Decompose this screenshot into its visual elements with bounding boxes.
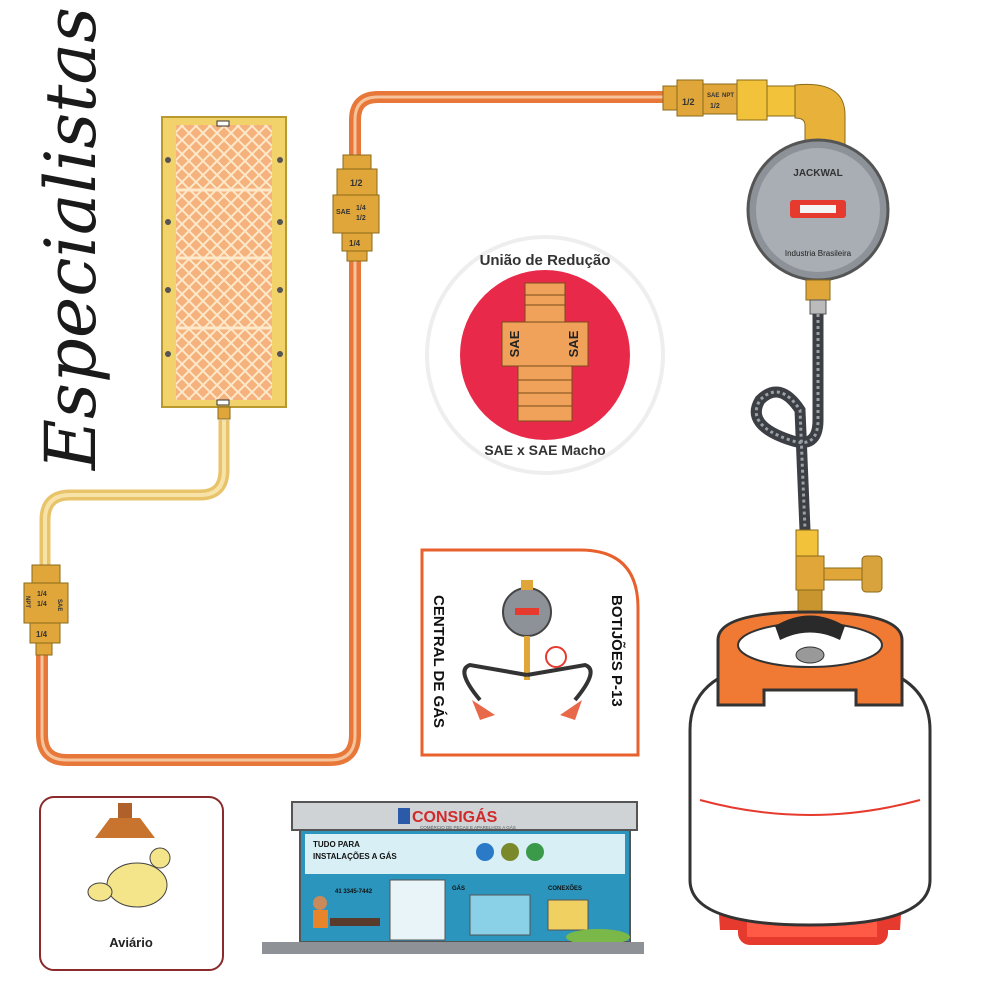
fitting-label: NPT: [722, 93, 734, 99]
copper-pipe-upper: [349, 91, 665, 160]
fitting-label: 1/2: [356, 215, 366, 222]
script-word: Especialistas: [30, 7, 112, 472]
union-fitting-top-right: 1/2 SAE NPT 1/2: [662, 79, 846, 160]
cylinder-valve: [795, 555, 883, 617]
badge-subtitle: SAE x SAE Macho: [484, 442, 605, 458]
fitting-label: SAE: [707, 93, 719, 99]
aviario-card: Aviário: [39, 796, 224, 971]
consigas-storefront: CONSIGÁS COMÉRCIO DE PEÇAS E APARELHOS A…: [262, 801, 644, 954]
fitting-label: SAE: [56, 599, 62, 611]
fitting-label: 1/2: [710, 103, 720, 110]
braided-hose: [750, 314, 824, 557]
store-phone: 41 3345-7442: [335, 889, 373, 895]
store-slogan-1: TUDO PARA: [313, 840, 360, 849]
regulator-brand: JACKWAL: [793, 168, 842, 179]
union-fitting-top-left: 1/2 SAE 1/4 1/2 1/4: [332, 154, 380, 262]
fitting-label: SAE: [336, 209, 351, 216]
especialistas-script: Especialistas: [30, 7, 112, 472]
fitting-label: 1/4: [37, 591, 47, 598]
union-fitting-bottom-left: 1/4 1/4 SAE NPT 1/4: [23, 564, 69, 656]
store-section-gas: GÁS: [452, 885, 465, 892]
gas-cylinder-p13: [688, 610, 932, 945]
central-card-line2: CENTRAL DE GÁS: [430, 595, 447, 728]
badge-sae-left: SAE: [507, 330, 522, 357]
fitting-label: 1/4: [37, 601, 47, 608]
store-section-conexoes: CONEXÕES: [548, 885, 582, 892]
fitting-label: 1/2: [350, 178, 363, 188]
badge-sae-right: SAE: [566, 330, 581, 357]
fitting-label: 1/4: [349, 239, 361, 248]
store-tagline: COMÉRCIO DE PEÇAS E APARELHOS A GÁS: [420, 824, 516, 830]
badge-title: União de Redução: [480, 252, 611, 269]
fitting-label: 1/2: [682, 97, 695, 107]
aviario-label: Aviário: [109, 935, 153, 950]
regulator-tagline: Industria Brasileira: [785, 249, 852, 258]
store-brand: CONSIGÁS: [412, 807, 498, 826]
store-slogan-2: INSTALAÇÕES A GÁS: [313, 852, 397, 861]
gas-regulator: JACKWAL Industria Brasileira: [746, 138, 890, 315]
fitting-label: 1/4: [36, 630, 48, 639]
central-de-gas-card: BOTIJÕES P-13 CENTRAL DE GÁS: [420, 548, 640, 757]
gas-heater-panel: [161, 116, 287, 420]
fitting-label: NPT: [24, 596, 30, 608]
fitting-label: 1/4: [356, 205, 366, 212]
reduction-union-badge: SAE SAE União de Redução SAE x SAE Macho: [425, 235, 665, 475]
central-card-line1: BOTIJÕES P-13: [608, 595, 626, 707]
